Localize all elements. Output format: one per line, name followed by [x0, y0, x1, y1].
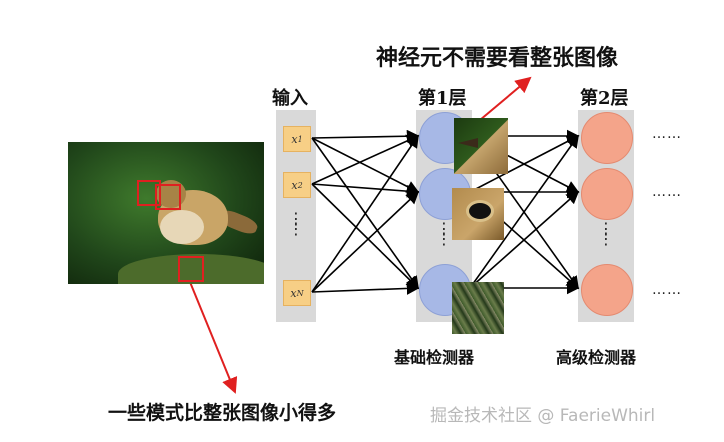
layer2-continue-dots-3: ……: [652, 282, 682, 298]
layer1-column-title: 第1层: [418, 88, 467, 109]
input-ellipsis-glyph: ⋮: [288, 209, 304, 228]
rock-shape: [118, 254, 264, 284]
input-xN-label: x: [290, 286, 297, 300]
caption-text: 一些模式比整张图像小得多: [108, 402, 337, 424]
beak-patch-image: [454, 118, 508, 174]
eye-patch-image: [452, 188, 504, 240]
layer1-ellipsis-glyph: ⋮: [436, 219, 452, 238]
beak-shape: [458, 138, 478, 148]
layer2-ellipsis-glyph-2: ⋮: [598, 229, 614, 248]
layer2-continue-dots-1: ……: [652, 126, 682, 142]
advanced-detector-label: 高级检测器: [556, 348, 637, 367]
input-x2-label: x: [291, 178, 298, 192]
layer1-ellipsis: ⋮ ⋮: [436, 219, 452, 248]
bird-belly-shape: [160, 210, 204, 244]
layer1-ellipsis-glyph-2: ⋮: [436, 229, 452, 248]
layer2-continue-dots-2: ……: [652, 184, 682, 200]
layer2-node-1: [581, 112, 633, 164]
layer2-node-3: [581, 264, 633, 316]
foot-patch-image: [452, 282, 504, 334]
bird-photo: [68, 142, 264, 284]
top-annotation-title: 神经元不需要看整张图像: [376, 46, 619, 71]
layer2-column-title: 第2层: [580, 88, 629, 109]
foot-highlight-box: [178, 256, 204, 282]
watermark-text: 掘金技术社区 @ FaerieWhirl: [430, 406, 656, 426]
input-x1-label: x: [291, 132, 298, 146]
input-column-title: 输入: [272, 88, 308, 109]
input-xN-subscript: N: [296, 288, 304, 298]
layer2-ellipsis: ⋮ ⋮: [598, 219, 614, 248]
input-x2-subscript: 2: [297, 180, 303, 190]
basic-detector-label: 基础检测器: [394, 348, 475, 367]
layer2-ellipsis-glyph: ⋮: [598, 219, 614, 238]
input-x1-subscript: 1: [297, 134, 303, 144]
layer2-node-2: [581, 168, 633, 220]
beak-highlight-box: [137, 180, 161, 206]
input-ellipsis: ⋮ ⋮: [288, 209, 304, 238]
input-ellipsis-glyph-2: ⋮: [288, 219, 304, 238]
eye-shape: [466, 200, 494, 222]
eye-highlight-box: [155, 184, 181, 210]
